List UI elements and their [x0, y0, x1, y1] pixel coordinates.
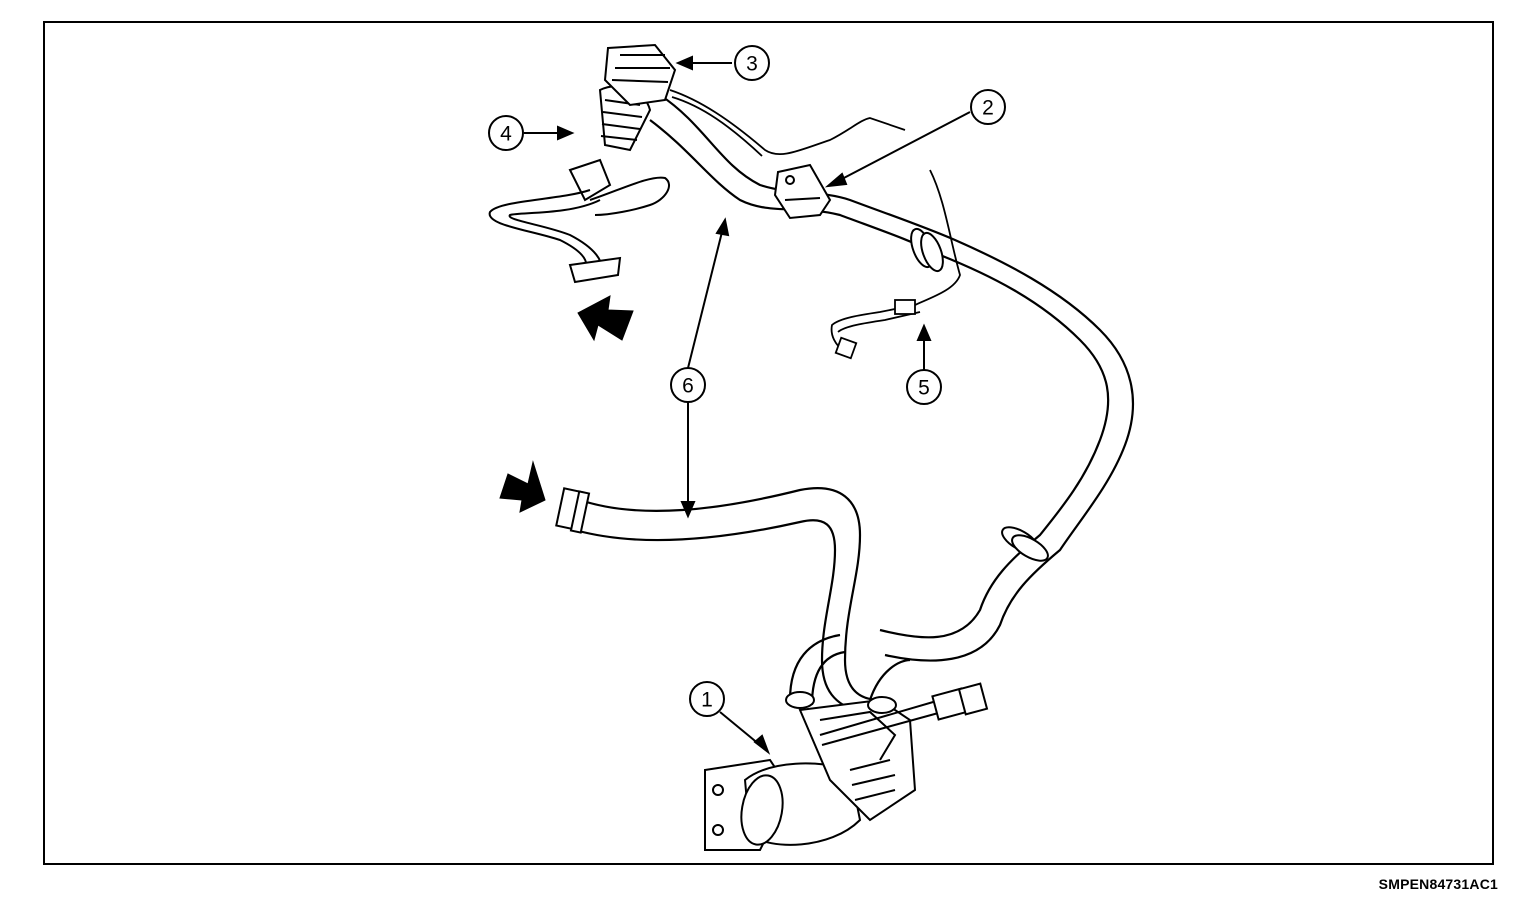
- callout-6: 6: [670, 367, 706, 403]
- pump-electrical-lead: [819, 682, 989, 746]
- callout-3-label: 3: [746, 53, 758, 76]
- check-valve-4: [488, 85, 670, 284]
- hose-6-upper-run: [649, 94, 1135, 662]
- hose-6-inlet-run: [574, 487, 881, 714]
- callout-6-label: 6: [682, 375, 694, 398]
- sensor-5: [830, 169, 961, 360]
- solenoid-2: [773, 163, 832, 220]
- callout-4: 4: [488, 115, 524, 151]
- figure-code: SMPEN84731AC1: [1378, 876, 1498, 892]
- callout-5-label: 5: [918, 377, 930, 400]
- callout-1: 1: [689, 681, 725, 717]
- hose-clamp-upper: [910, 227, 944, 273]
- figure-frame: [43, 21, 1494, 865]
- airflow-out-arrow: [577, 295, 634, 342]
- callout-1-label: 1: [701, 689, 713, 712]
- callout-5: 5: [906, 369, 942, 405]
- callout-3: 3: [734, 45, 770, 81]
- air-pump-1: [704, 691, 917, 851]
- vacuum-line: [669, 89, 906, 157]
- valve-3: [603, 43, 677, 107]
- hose-clamp-lower: [1001, 526, 1049, 562]
- airflow-in-arrow: [499, 460, 546, 513]
- callout-2: 2: [970, 89, 1006, 125]
- callout-4-label: 4: [500, 123, 512, 146]
- leader-lines: [524, 55, 971, 755]
- inlet-fitting: [555, 487, 591, 534]
- callout-2-label: 2: [982, 97, 994, 120]
